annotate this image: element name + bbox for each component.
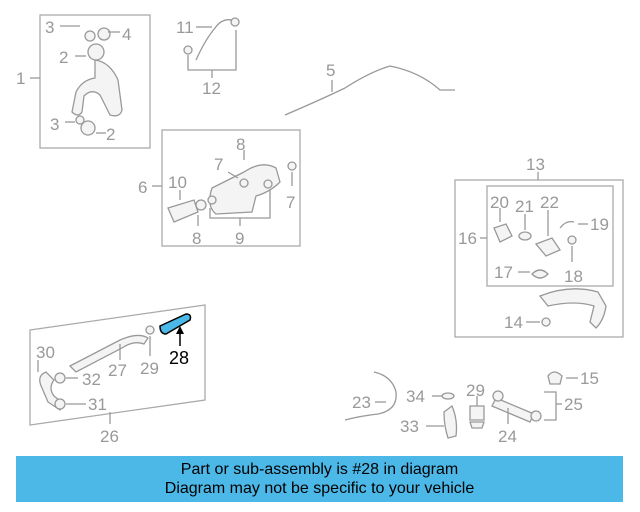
callout-30: 30 — [36, 343, 55, 362]
callout-4: 4 — [122, 25, 131, 44]
callout-5: 5 — [326, 61, 335, 80]
callout-7b: 7 — [286, 193, 295, 212]
callout-10: 10 — [168, 173, 187, 192]
callout-29b: 29 — [466, 381, 485, 400]
callout-33: 33 — [400, 417, 419, 436]
callout-2a: 2 — [59, 48, 68, 67]
callout-14: 14 — [504, 313, 523, 332]
callout-26: 26 — [100, 427, 119, 446]
group-12: 11 12 — [176, 17, 240, 98]
callout-17: 17 — [494, 263, 513, 282]
callout-24: 24 — [498, 427, 517, 446]
group-6: 6 8 7 10 7 8 9 — [138, 129, 301, 248]
info-banner: Part or sub-assembly is #28 in diagram D… — [16, 456, 623, 502]
group-23: 23 — [344, 371, 397, 421]
callout-3a: 3 — [45, 18, 54, 37]
callout-27: 27 — [108, 361, 127, 380]
callout-9: 9 — [235, 229, 244, 248]
banner-line-2: Diagram may not be specific to your vehi… — [164, 480, 475, 497]
banner-line-1: Part or sub-assembly is #28 in diagram — [180, 461, 459, 478]
callout-23: 23 — [352, 393, 371, 412]
callout-15: 15 — [580, 369, 599, 388]
callout-25: 25 — [564, 395, 583, 414]
callout-32: 32 — [82, 370, 101, 389]
group-33-34: 34 33 — [400, 387, 458, 439]
callout-29a: 29 — [140, 359, 159, 378]
callout-31: 31 — [88, 395, 107, 414]
callout-11: 11 — [176, 18, 194, 37]
callout-12: 12 — [202, 79, 221, 98]
callout-22: 22 — [540, 193, 559, 212]
callout-16: 16 — [458, 229, 477, 248]
group-5: 5 — [284, 61, 455, 116]
callout-2b: 2 — [106, 125, 115, 144]
callout-20: 20 — [490, 193, 509, 212]
part-28-highlighted[interactable]: 28 — [159, 313, 192, 368]
callout-8b: 8 — [192, 229, 201, 248]
group-24-25: 29 15 25 24 — [466, 369, 599, 446]
callout-28: 28 — [169, 348, 189, 368]
callout-1: 1 — [16, 69, 25, 88]
callout-13: 13 — [526, 155, 545, 174]
callout-7a: 7 — [214, 155, 223, 174]
callout-3b: 3 — [50, 115, 59, 134]
callout-8a: 8 — [236, 135, 245, 154]
callout-34: 34 — [406, 387, 425, 406]
group-13: 13 16 20 21 22 19 17 18 14 — [454, 155, 624, 338]
callout-19: 19 — [590, 215, 609, 234]
callout-21: 21 — [515, 197, 534, 216]
callout-18: 18 — [564, 267, 583, 286]
callout-6: 6 — [138, 178, 147, 197]
group-1: 1 3 4 2 3 2 — [16, 14, 151, 149]
group-26: 26 30 32 27 29 31 — [29, 304, 206, 446]
